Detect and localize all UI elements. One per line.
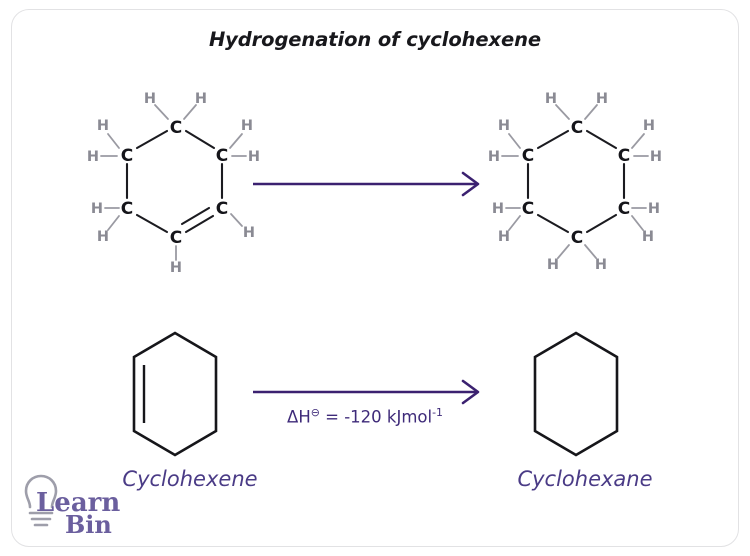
- ring-bonds: [526, 129, 626, 234]
- brand-line2: Bin: [65, 510, 112, 537]
- enthalpy-change-label: ΔH⊖ = -120 kJmol-1: [255, 406, 475, 427]
- brand-logo: Learn Bin: [24, 474, 120, 537]
- svg-text:H: H: [595, 257, 607, 273]
- enthalpy-unit-superscript: -1: [432, 406, 443, 419]
- enthalpy-symbol: ΔH: [287, 407, 311, 427]
- svg-text:H: H: [91, 201, 103, 217]
- enthalpy-value: -120: [344, 407, 382, 427]
- svg-text:H: H: [545, 91, 557, 107]
- svg-text:C: C: [216, 199, 228, 219]
- svg-text:C: C: [121, 199, 133, 219]
- svg-text:H: H: [170, 260, 182, 276]
- lightbulb-icon: [24, 474, 58, 527]
- svg-text:H: H: [498, 229, 510, 245]
- enthalpy-standard-state-superscript: ⊖: [310, 406, 320, 419]
- svg-text:H: H: [642, 229, 654, 245]
- svg-text:H: H: [648, 201, 660, 217]
- svg-text:C: C: [216, 146, 228, 166]
- figure-card-border: [11, 9, 739, 547]
- svg-text:C: C: [571, 118, 583, 138]
- svg-text:C: C: [571, 228, 583, 248]
- svg-text:H: H: [498, 118, 510, 134]
- svg-text:C: C: [618, 146, 630, 166]
- svg-text:H: H: [144, 91, 156, 107]
- svg-text:H: H: [488, 149, 500, 165]
- svg-text:H: H: [650, 149, 662, 165]
- svg-text:C: C: [170, 228, 182, 248]
- atom-labels: C C C C C C H H H H H H H H H H H H: [488, 91, 662, 273]
- enthalpy-equals: =: [319, 407, 345, 427]
- svg-text:H: H: [195, 91, 207, 107]
- atom-labels: C C C C C C H H H H H H H H H H: [87, 91, 260, 276]
- enthalpy-unit: kJmol: [386, 407, 433, 427]
- svg-text:C: C: [121, 146, 133, 166]
- reaction-arrow-top: [253, 171, 480, 197]
- ring-bonds: [125, 129, 224, 234]
- svg-text:C: C: [618, 199, 630, 219]
- svg-text:H: H: [492, 201, 504, 217]
- svg-text:C: C: [522, 199, 534, 219]
- figure-title: Hydrogenation of cyclohexene: [208, 28, 542, 51]
- svg-text:H: H: [248, 149, 260, 165]
- cyclohexene-displayed-formula: C C C C C C H H H H H H H H H H: [87, 91, 260, 276]
- svg-text:H: H: [596, 91, 608, 107]
- product-name-label: Cyclohexane: [517, 467, 653, 491]
- hydrogen-bonds: [100, 104, 247, 261]
- cyclohexane-skeletal: [533, 331, 619, 457]
- svg-text:C: C: [170, 118, 182, 138]
- cyclohexene-skeletal: [132, 331, 218, 457]
- cyclohexane-displayed-formula: C C C C C C H H H H H H H H H H H H: [488, 91, 662, 273]
- svg-text:H: H: [547, 257, 559, 273]
- svg-text:H: H: [87, 149, 99, 165]
- svg-text:H: H: [243, 225, 255, 241]
- reaction-arrow-bottom: [253, 379, 480, 405]
- reactant-name-label: Cyclohexene: [122, 467, 258, 491]
- hydrogen-bonds: [501, 104, 649, 259]
- brand-line1: Learn: [36, 488, 120, 518]
- svg-text:H: H: [241, 118, 253, 134]
- svg-text:H: H: [97, 118, 109, 134]
- svg-text:H: H: [643, 118, 655, 134]
- svg-text:H: H: [97, 229, 109, 245]
- svg-text:C: C: [522, 146, 534, 166]
